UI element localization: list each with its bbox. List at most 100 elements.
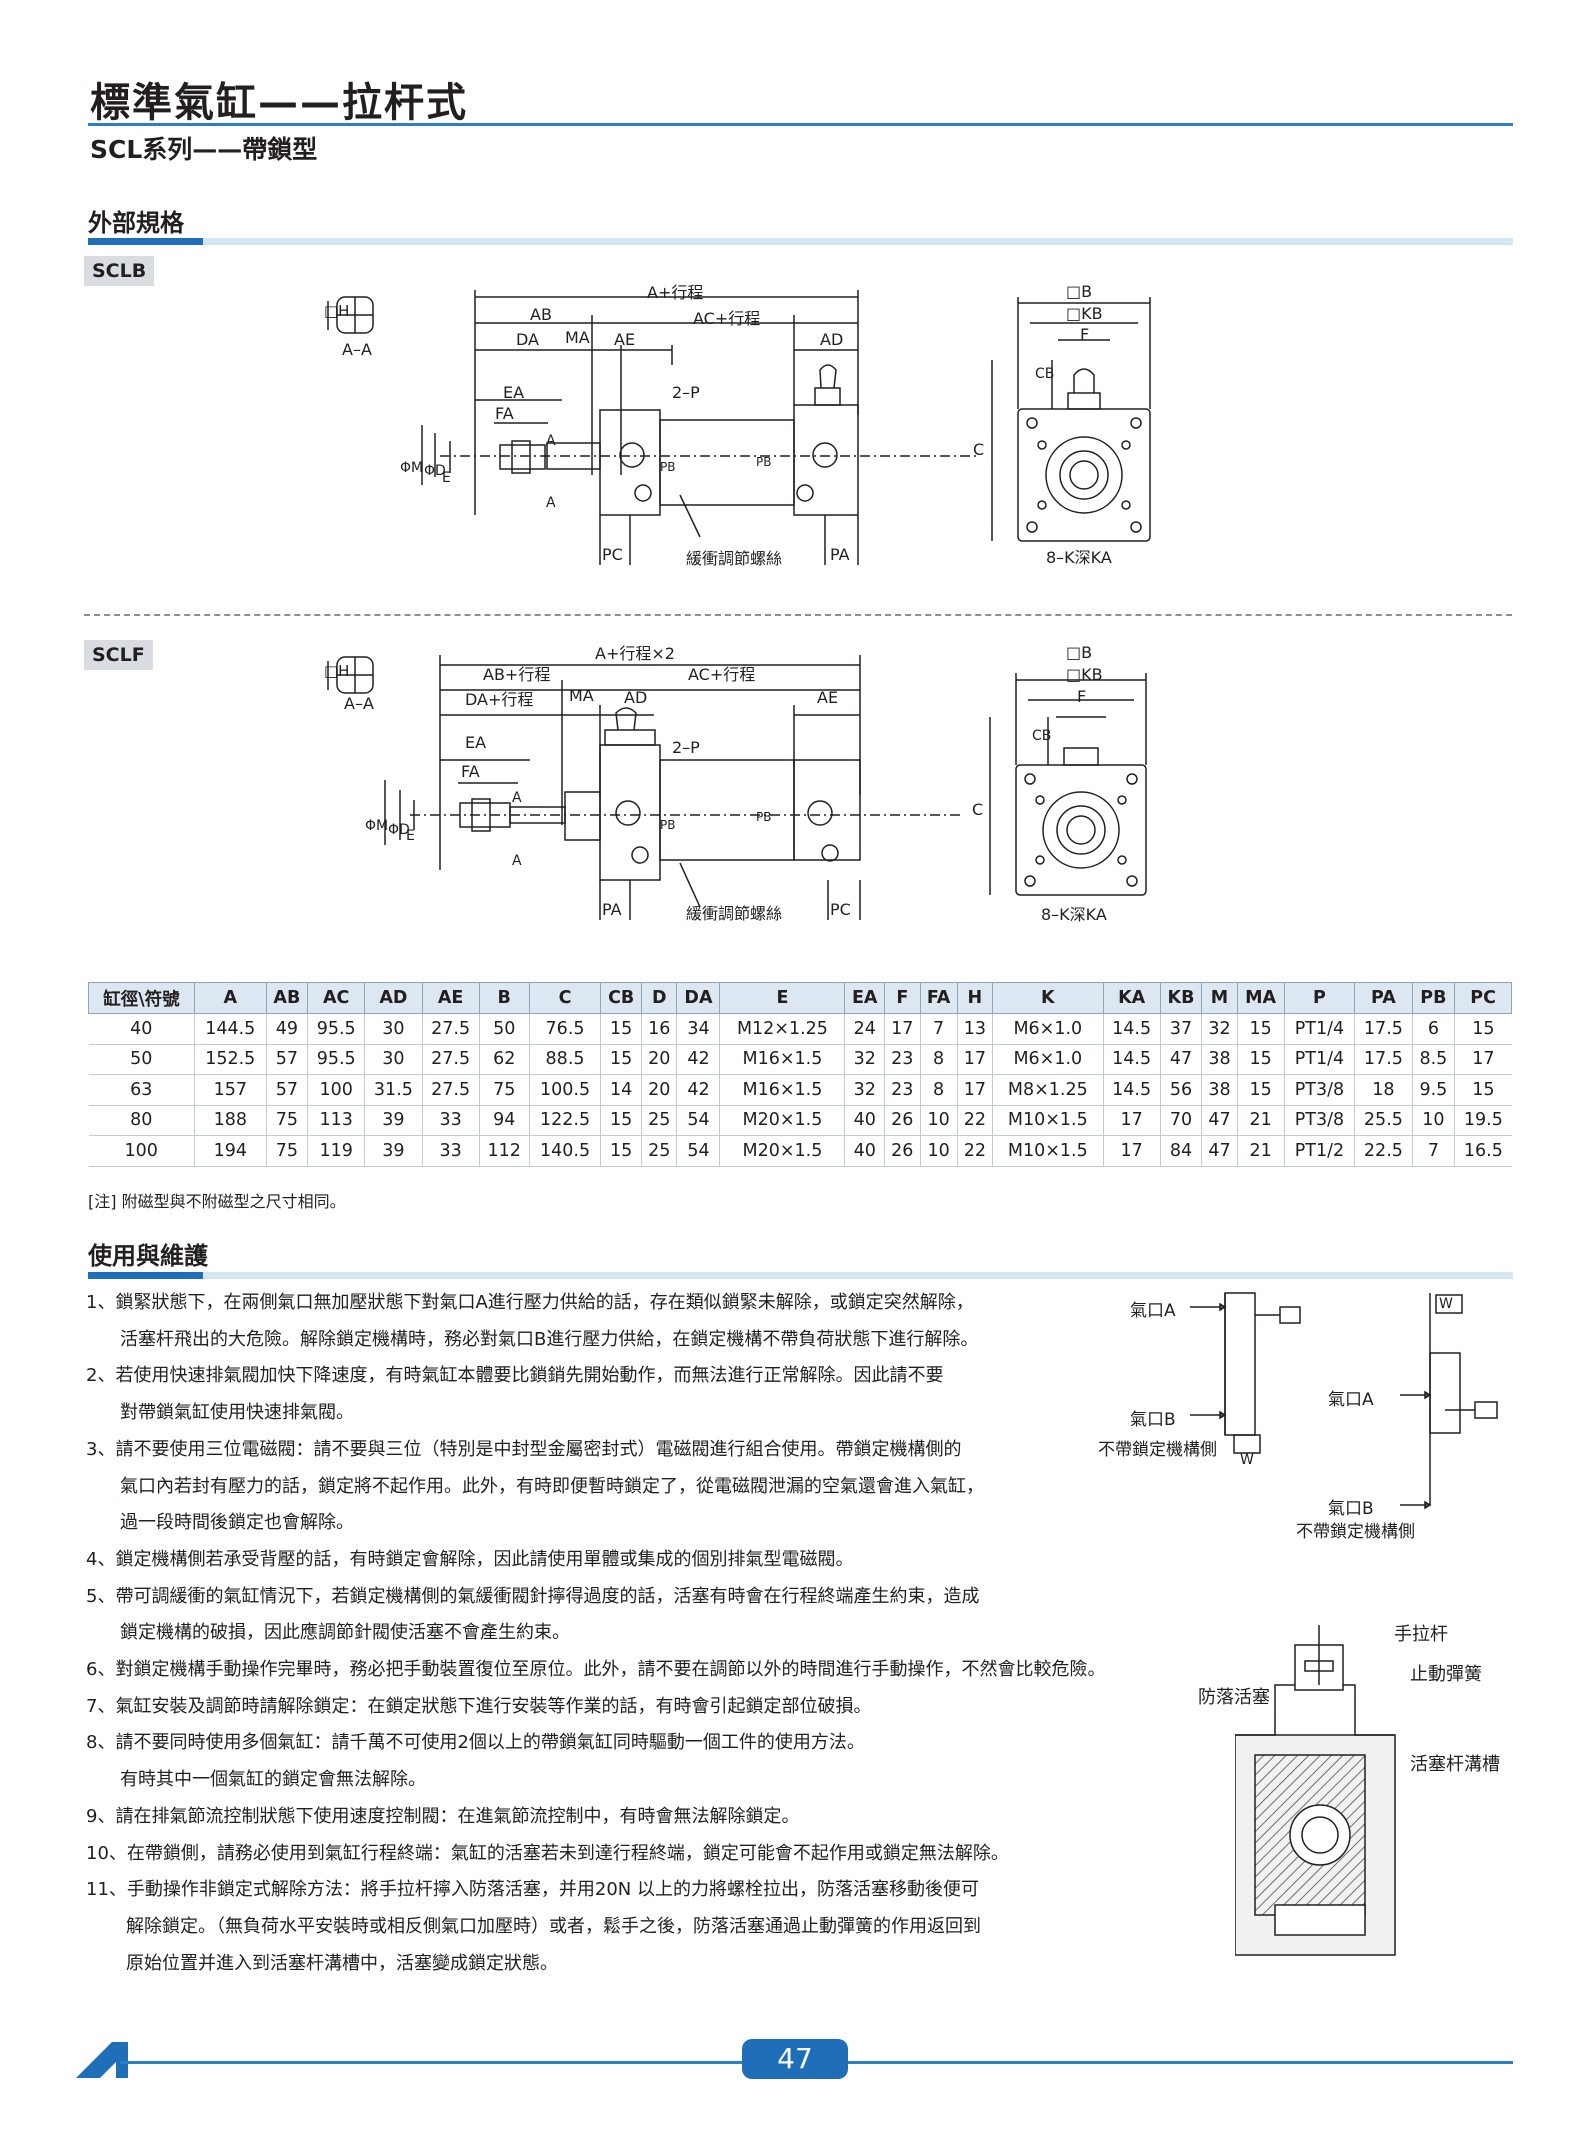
no-lock-side-label-right: 不帶鎖定機構側 [1296,1522,1415,1542]
table-cell: 122.5 [528,1105,601,1136]
table-cell: 34 [676,1013,720,1045]
table-cell: 17 [1102,1105,1161,1136]
table-cell: M16×1.5 [719,1074,845,1106]
sclb-label-cb: CB [1035,366,1055,382]
sclf-label-ea: EA [465,733,487,752]
table-header-cell: CB [600,982,642,1014]
table-cell: 14.5 [1102,1044,1161,1075]
table-cell: 15 [600,1135,642,1167]
usage-notes-list: 1、鎖緊狀態下，在兩側氣口無加壓狀態下對氣口A進行壓力供給的話，存在類似鎖緊未解… [86,1285,1106,1982]
usage-note-line: 鎖定機構的破損，因此應調節針閥使活塞不會產生約束。 [120,1622,570,1644]
usage-note-line: 10、在帶鎖側，請務必使用到氣缸行程終端：氣缸的活塞若未到達行程終端，鎖定可能會… [86,1842,1009,1864]
table-header-cell: AD [364,982,423,1014]
table-header-cell: A [193,982,267,1014]
sclf-label-ab: AB+行程 [483,665,551,684]
sclf-label-pa: PA [602,900,622,919]
table-header-cell: PB [1411,982,1456,1014]
table-cell: 17.5 [1354,1013,1413,1045]
usage-note-line: 2、若使用快速排氣閥加快下降速度，有時氣缸本體要比鎖銷先開始動作，而無法進行正常… [86,1365,944,1387]
table-cell: PT1/4 [1283,1044,1355,1075]
sclb-label-port: 2–P [672,383,700,402]
sclb-label-ma: MA [565,328,590,347]
table-header-cell: PC [1454,982,1512,1014]
table-cell: 112 [478,1135,530,1167]
table-cell: 19.5 [1454,1105,1512,1136]
sclb-label-ad: AD [820,330,844,349]
sclf-label-phi-d: ΦD [388,822,410,838]
table-header-cell: F [884,982,921,1014]
table-cell: 32 [844,1074,885,1106]
sclf-label-port: 2–P [672,738,700,757]
sclf-label-cb: CB [1032,728,1052,744]
sclf-label-section: A–A [344,694,374,713]
table-header-cell: D [640,982,678,1014]
table-cell: 84 [1159,1135,1202,1167]
table-cell: 17 [1454,1044,1512,1075]
sclf-label-e: E [406,828,415,844]
table-cell: PT1/2 [1283,1135,1355,1167]
table-cell: 42 [676,1044,720,1075]
usage-note-line: 有時其中一個氣缸的鎖定會無法解除。 [120,1769,426,1791]
table-cell: PT3/8 [1283,1105,1355,1136]
table-cell: 8 [919,1074,958,1106]
table-cell: 21 [1236,1135,1285,1167]
sclf-label-holes: 8–K深KA [1041,905,1107,924]
usage-note-line: 解除鎖定。（無負荷水平安裝時或相反側氣口加壓時）或者，鬆手之後，防落活塞通過止動… [126,1915,981,1937]
usage-note-line: 原始位置并進入到活塞杆溝槽中，活塞變成鎖定狀態。 [126,1952,558,1974]
table-cell: 20 [640,1044,677,1075]
table-cell: 49 [265,1013,308,1045]
sclf-label-fa: FA [461,762,480,781]
table-cell: 40 [844,1135,885,1167]
table-cell: 56 [1159,1074,1202,1106]
sclb-label-da: DA [516,330,539,349]
table-cell: 15 [1236,1074,1285,1106]
sclf-label-kb: □KB [1066,665,1103,684]
table-header-cell: 缸徑\符號 [88,982,195,1014]
table-header-cell: K [992,982,1104,1014]
table-cell: M20×1.5 [719,1135,845,1167]
page-title: 標準氣缸——拉杆式 [90,80,468,126]
table-cell: 18 [1354,1074,1413,1106]
table-cell: M6×1.0 [992,1044,1104,1075]
sclf-label-cushion: 緩衝調節螺絲 [686,904,783,923]
table-header-cell: DA [676,982,721,1014]
table-cell: 17 [956,1074,993,1106]
sclb-label-c: C [973,440,985,459]
table-cell: 22 [956,1135,993,1167]
sclb-label-cushion: 緩衝調節螺絲 [686,549,783,568]
table-cell: 57 [265,1074,308,1106]
table-header-cell: EA [844,982,886,1014]
table-cell: 54 [676,1105,720,1136]
page-number: 47 [742,2039,848,2079]
table-cell: 25 [640,1135,677,1167]
table-header-cell: C [528,982,602,1014]
table-cell: 10 [919,1105,958,1136]
table-cell: 14 [600,1074,642,1106]
table-cell: 100 [307,1074,365,1106]
table-cell: 27.5 [421,1044,480,1075]
table-header-cell: H [956,982,994,1014]
table-cell: 30 [364,1044,423,1075]
table-cell: 22.5 [1354,1135,1413,1167]
sclf-label-ad: AD [624,688,648,707]
table-cell: 57 [265,1044,308,1075]
sclb-label-a-stroke: A+行程 [647,283,704,302]
table-cell: 30 [364,1013,423,1045]
table-cell: 157 [193,1074,267,1106]
table-cell: 47 [1201,1105,1238,1136]
w-label-bottom: W [1240,1452,1254,1468]
table-cell: M6×1.0 [992,1013,1104,1045]
sclb-label-section: A–A [342,340,372,359]
sclf-side-drawing [327,655,1147,920]
table-cell: 27.5 [421,1013,480,1045]
table-header-cell: MA [1236,982,1285,1014]
port-diagram [1190,1292,1498,1510]
table-cell: 27.5 [421,1074,480,1106]
section-rule-accent [88,238,203,245]
usage-note-line: 3、請不要使用三位電磁閥：請不要與三位（特別是中封型金屬密封式）電磁閥進行組合使… [86,1438,962,1460]
table-cell: PT1/4 [1283,1013,1355,1045]
table-cell: 7 [919,1013,958,1045]
